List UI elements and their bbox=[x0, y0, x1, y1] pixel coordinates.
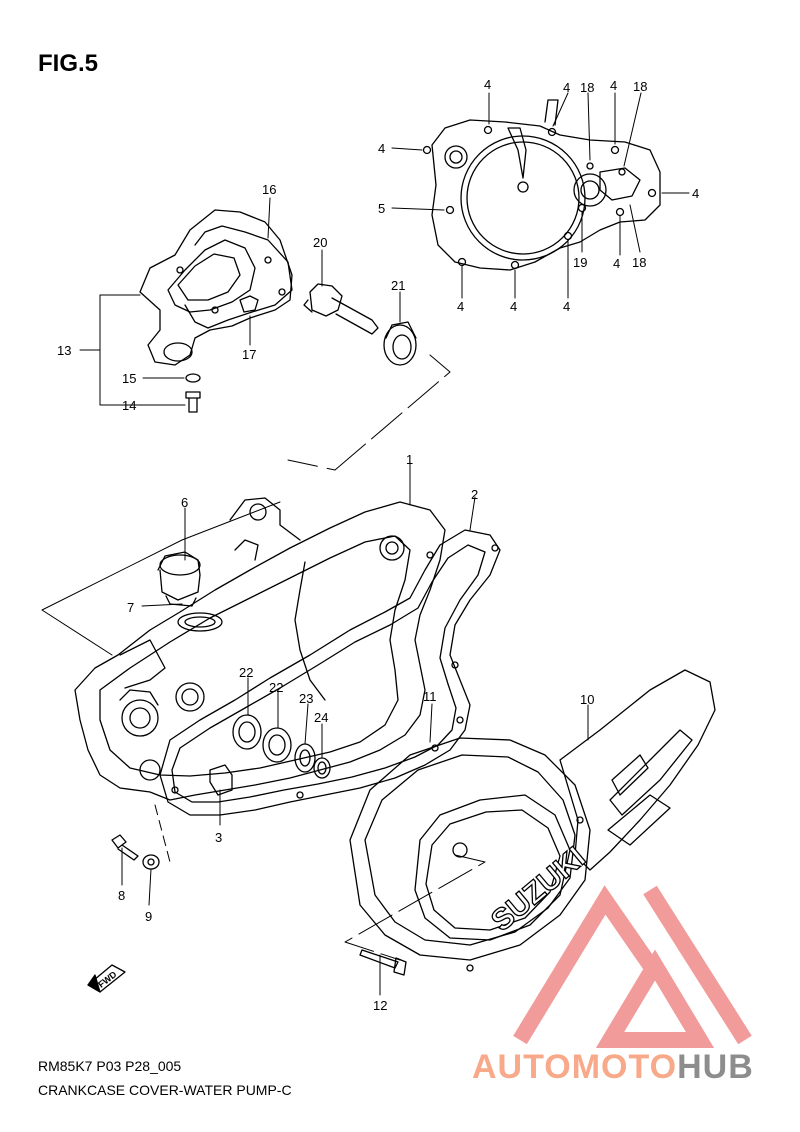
callout-21: 21 bbox=[391, 278, 405, 293]
callout-18: 18 bbox=[633, 79, 647, 94]
leader-lines bbox=[41, 92, 690, 996]
callout-13: 13 bbox=[57, 343, 71, 358]
callout-4: 4 bbox=[563, 80, 570, 95]
callout-7: 7 bbox=[127, 600, 134, 615]
magneto-cover-drawing bbox=[349, 737, 591, 972]
callout-18: 18 bbox=[632, 255, 646, 270]
callout-24: 24 bbox=[314, 710, 328, 725]
callout-22: 22 bbox=[269, 680, 283, 695]
callout-2: 2 bbox=[471, 487, 478, 502]
callout-4: 4 bbox=[484, 77, 491, 92]
callout-20: 20 bbox=[313, 235, 327, 250]
magneto-bolt-drawing bbox=[359, 949, 407, 976]
brand-logo-text: SUZUKI bbox=[485, 841, 592, 938]
callout-14: 14 bbox=[122, 398, 136, 413]
watermark-part-hub: HUB bbox=[677, 1048, 754, 1086]
callout-4: 4 bbox=[610, 78, 617, 93]
callout-6: 6 bbox=[181, 495, 188, 510]
callout-16: 16 bbox=[262, 182, 276, 197]
callout-4: 4 bbox=[457, 299, 464, 314]
callout-5: 5 bbox=[378, 201, 385, 216]
figure-code: RM85K7 P03 P28_005 bbox=[38, 1058, 182, 1074]
callout-4: 4 bbox=[378, 141, 385, 156]
callout-9: 9 bbox=[145, 909, 152, 924]
callout-4: 4 bbox=[613, 256, 620, 271]
water-pump-bolt-drawing bbox=[185, 373, 201, 413]
fwd-arrow-drawing bbox=[87, 964, 126, 993]
sprocket-cover-drawing bbox=[559, 669, 716, 871]
cover-bolt-drawing bbox=[111, 834, 160, 870]
figure-caption: CRANKCASE COVER-WATER PUMP-C bbox=[38, 1082, 292, 1098]
callout-19: 19 bbox=[573, 255, 587, 270]
watermark-logo bbox=[513, 885, 752, 1048]
callout-10: 10 bbox=[580, 692, 594, 707]
callout-22: 22 bbox=[239, 665, 253, 680]
callout-4: 4 bbox=[510, 299, 517, 314]
callout-17: 17 bbox=[242, 347, 256, 362]
impeller-shaft-drawing bbox=[303, 283, 379, 335]
watermark-part-moto: MOTO bbox=[571, 1048, 678, 1086]
oil-seal-drawing bbox=[383, 321, 417, 366]
callout-18: 18 bbox=[580, 80, 594, 95]
crankcase-cover-drawing bbox=[74, 497, 446, 801]
callout-11: 11 bbox=[423, 689, 437, 704]
callout-3: 3 bbox=[215, 830, 222, 845]
callout-4: 4 bbox=[563, 299, 570, 314]
bearings-drawing bbox=[209, 714, 331, 796]
callout-1: 1 bbox=[406, 452, 413, 467]
figure-title: FIG.5 bbox=[38, 50, 99, 77]
watermark-part-auto: AUTO bbox=[472, 1048, 572, 1086]
watermark-text: AUTOMOTOHUB bbox=[472, 1048, 754, 1087]
callout-8: 8 bbox=[118, 888, 125, 903]
callout-23: 23 bbox=[299, 691, 313, 706]
callout-4: 4 bbox=[692, 186, 699, 201]
callout-labels: 4 4 18 4 18 4 4 5 19 4 18 4 4 4 16 20 21… bbox=[57, 77, 699, 1013]
callout-12: 12 bbox=[373, 998, 387, 1013]
water-pump-case-drawing bbox=[139, 209, 293, 366]
callout-15: 15 bbox=[122, 371, 136, 386]
water-pump-cover-drawing bbox=[422, 99, 661, 271]
crankcase-gasket-drawing bbox=[159, 529, 501, 816]
